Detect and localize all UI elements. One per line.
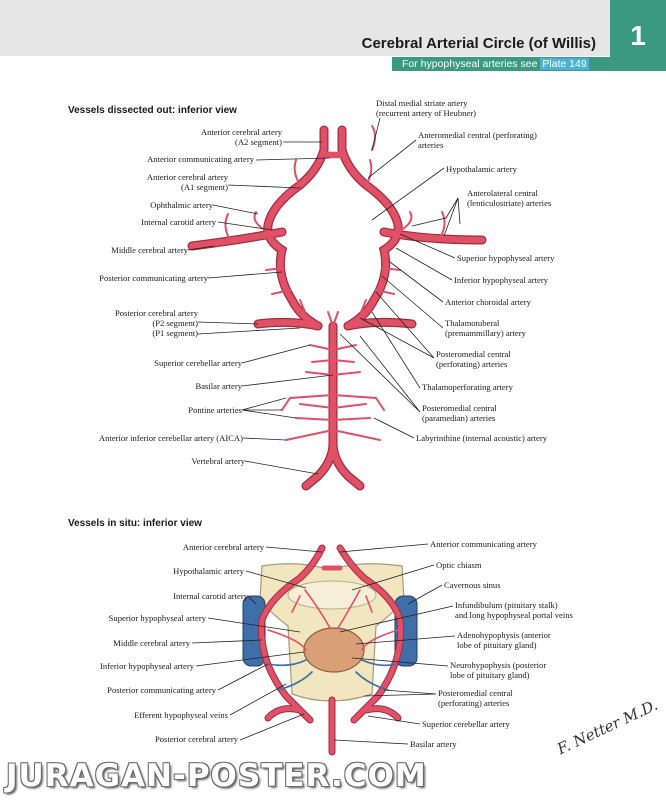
label-line: (lenticulostriate) arteries <box>467 198 552 208</box>
label-line: Anteromedial central (perforating) <box>418 130 537 140</box>
label-line: (perforating) arteries <box>436 359 508 369</box>
label-line: (recurrent artery of Heubner) <box>376 108 476 118</box>
label-cavernous-sinus: Cavernous sinus <box>444 580 501 590</box>
label-posteromedial-central-bottom: Posteromedial central (perforating) arte… <box>438 688 513 708</box>
label-middle-cerebral-top: Middle cerebral artery <box>111 245 188 255</box>
label-posteromedial-central-perforating-top: Posteromedial central (perforating) arte… <box>436 349 511 369</box>
label-line: Posteromedial central <box>422 403 497 413</box>
label-anterior-cerebral-bottom: Anterior cerebral artery <box>182 542 264 552</box>
label-line: Neurohypophysis (posterior <box>450 660 547 670</box>
label-distal-medial-striate: Distal medial striate artery (recurrent … <box>376 98 476 118</box>
label-superior-hypophyseal-bottom: Superior hypophyseal artery <box>108 613 206 623</box>
label-middle-cerebral-bottom: Middle cerebral artery <box>113 638 190 648</box>
label-anterior-cerebral-a2: Anterior cerebral artery (A2 segment) <box>201 127 282 147</box>
plate-cross-reference-bar: For hypophyseal arteries see Plate 149 <box>392 57 610 71</box>
label-line: (paramedian) arteries <box>422 413 496 423</box>
watermark: JURAGAN-POSTER.COM <box>6 758 427 794</box>
plate-link[interactable]: Plate 149 <box>540 58 589 70</box>
label-hypothalamic-top: Hypothalamic artery <box>446 164 517 174</box>
label-line: lobe of pituitary gland) <box>457 640 537 650</box>
label-anteromedial-central: Anteromedial central (perforating) arter… <box>418 130 537 150</box>
label-line: (P2 segment) <box>152 318 198 328</box>
label-line: Adenohypophysis (anterior <box>457 630 551 640</box>
label-line: (P1 segment) <box>152 328 198 338</box>
label-inferior-hypophyseal-top: Inferior hypophyseal artery <box>454 275 549 285</box>
label-hypothalamic-bottom: Hypothalamic artery <box>173 566 244 576</box>
label-vertebral: Vertebral artery <box>191 456 245 466</box>
label-line: (perforating) arteries <box>438 698 510 708</box>
optic-chiasm-shape <box>287 580 377 610</box>
top-vessels <box>187 125 487 491</box>
label-line: Anterior cerebral artery <box>146 172 228 182</box>
label-aica: Anterior inferior cerebellar artery (AIC… <box>98 433 243 443</box>
label-line: Distal medial striate artery <box>376 98 468 108</box>
label-adenohypophysis: Adenohypophysis (anterior lobe of pituit… <box>457 630 551 650</box>
bottom-section-heading: Vessels in situ: inferior view <box>68 518 202 529</box>
label-ophthalmic: Ophthalmic artery <box>150 200 213 210</box>
label-efferent-hypophyseal-veins: Efferent hypophyseal veins <box>134 710 228 720</box>
label-line: (premammillary) artery <box>445 328 526 338</box>
label-line: (A1 segment) <box>180 182 228 192</box>
label-superior-cerebellar-top: Superior cerebellar artery <box>154 358 242 368</box>
label-internal-carotid-top: Internal carotid artery <box>141 217 216 227</box>
label-basilar-top: Basilar artery <box>195 381 242 391</box>
label-line: Posteromedial central <box>438 688 513 698</box>
label-anterolateral-central: Anterolateral central (lenticulostriate)… <box>467 188 551 208</box>
label-anterior-choroidal: Anterior choroidal artery <box>445 297 531 307</box>
label-line: Anterior cerebral artery <box>200 127 282 137</box>
label-optic-chiasm: Optic chiasm <box>436 560 482 570</box>
label-line: and long hypophyseal portal veins <box>455 610 573 620</box>
label-posterior-cerebral-bottom: Posterior cerebral artery <box>154 734 238 744</box>
label-inferior-hypophyseal-bottom: Inferior hypophyseal artery <box>99 661 194 671</box>
label-posterior-cerebral-p-segments: Posterior cerebral artery (P2 segment) (… <box>115 308 198 338</box>
label-posterior-communicating-top: Posterior communicating artery <box>99 273 208 283</box>
cross-reference-text: For hypophyseal arteries see <box>402 58 541 70</box>
label-superior-hypophyseal-top: Superior hypophyseal artery <box>457 253 555 263</box>
plate-title: Cerebral Arterial Circle (of Willis) <box>361 35 596 52</box>
label-line: Thalamotuberal <box>445 318 500 328</box>
bottom-structures <box>242 544 418 756</box>
label-infundibulum: Infundibulum (pituitary stalk) and long … <box>455 600 573 620</box>
label-line: (A2 segment) <box>234 137 282 147</box>
label-labyrinthine: Labyrinthine (internal acoustic) artery <box>416 433 547 443</box>
label-anterior-communicating-bottom: Anterior communicating artery <box>430 539 537 549</box>
label-line: Posterior cerebral artery <box>114 308 198 318</box>
label-line: Infundibulum (pituitary stalk) <box>455 600 558 610</box>
plate-header-bar <box>0 0 610 56</box>
label-line: Posteromedial central <box>436 349 511 359</box>
leader-lines <box>187 117 461 745</box>
label-internal-carotid-bottom: Internal carotid artery <box>173 591 248 601</box>
label-posterior-communicating-bottom: Posterior communicating artery <box>107 685 216 695</box>
label-superior-cerebellar-bottom: Superior cerebellar artery <box>422 719 510 729</box>
chapter-number: 1 <box>610 0 666 71</box>
cross-reference: For hypophyseal arteries see Plate 149 <box>402 57 589 71</box>
label-pontine: Pontine arteries <box>188 405 242 415</box>
pituitary-gland-shape <box>303 627 365 673</box>
label-thalamoperforating: Thalamoperforating artery <box>422 382 513 392</box>
label-thalamotuberal: Thalamotuberal (premammillary) artery <box>445 318 526 338</box>
label-posteromedial-central-paramedian: Posteromedial central (paramedian) arter… <box>422 403 497 423</box>
label-line: Anterolateral central <box>467 188 538 198</box>
label-anterior-communicating-top: Anterior communicating artery <box>147 154 254 164</box>
label-basilar-bottom: Basilar artery <box>410 739 457 749</box>
label-neurohypophysis: Neurohypophysis (posterior lobe of pitui… <box>450 660 546 680</box>
label-line: arteries <box>418 140 444 150</box>
label-line: lobe of pituitary gland) <box>450 670 530 680</box>
label-anterior-cerebral-a1: Anterior cerebral artery (A1 segment) <box>147 172 228 192</box>
top-section-heading: Vessels dissected out: inferior view <box>68 105 237 116</box>
